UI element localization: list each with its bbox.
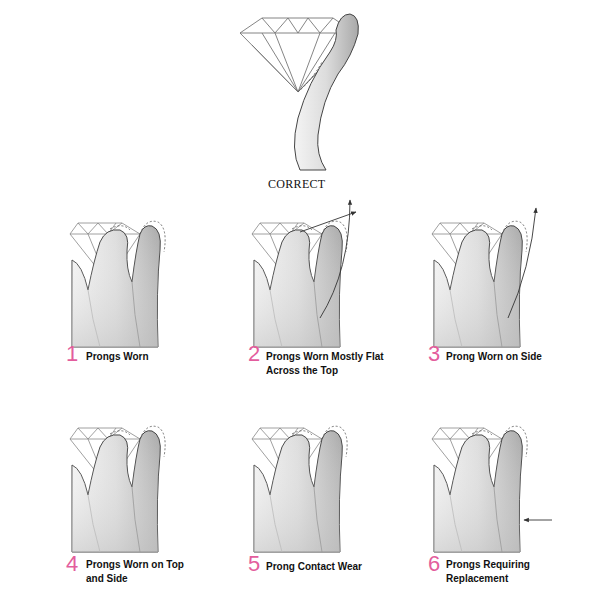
callout-number: 1 [66, 343, 78, 365]
caption-text: Prong Worn on Side [446, 350, 586, 364]
caption-text: Prongs Worn on Top and Side [86, 558, 192, 585]
callout-number: 2 [248, 343, 260, 365]
caption-text: Prongs Worn [86, 350, 206, 364]
caption-text: Prongs Requiring Replacement [446, 558, 542, 585]
callout-number: 4 [66, 553, 78, 575]
caption-title: CORRECT [268, 177, 325, 192]
callout-number: 6 [428, 553, 440, 575]
caption-text: Prongs Worn Mostly Flat Across the Top [266, 350, 396, 377]
callout-number: 5 [248, 553, 260, 575]
caption-text: Prong Contact Wear [266, 560, 406, 574]
callout-number: 3 [428, 343, 440, 365]
